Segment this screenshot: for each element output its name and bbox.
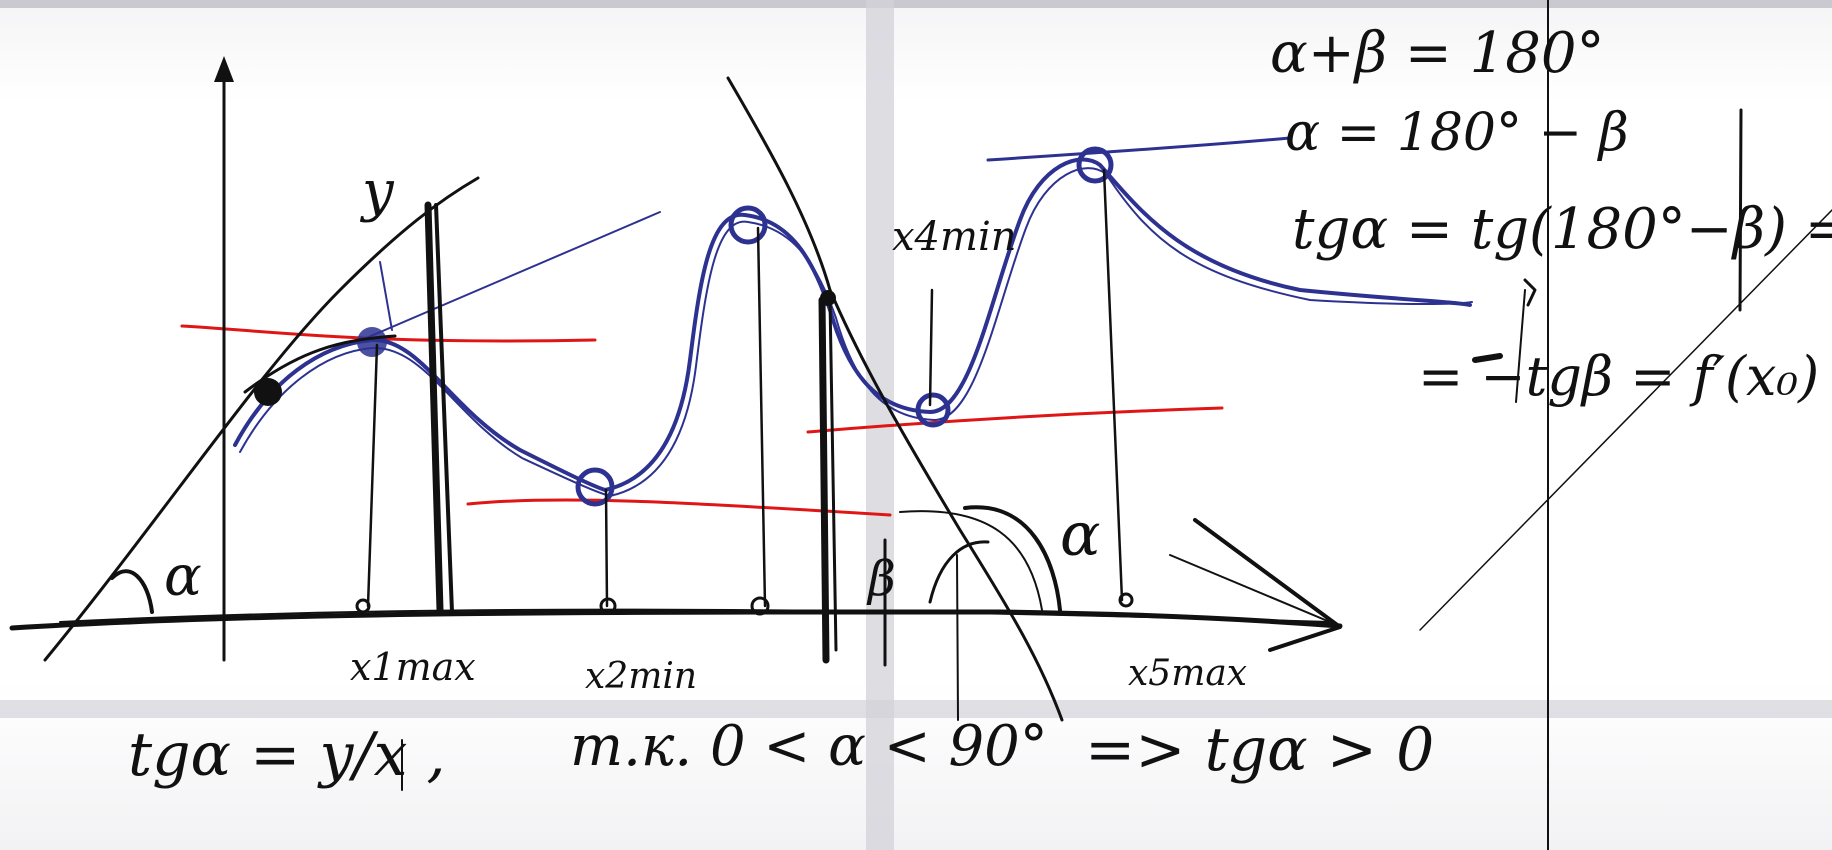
formula-line-4: = −tgβ = f′(x₀) — [1418, 345, 1819, 408]
angle-arc-right — [963, 505, 1062, 612]
point-on-vertical — [820, 290, 836, 306]
level-line-2 — [466, 498, 892, 517]
extremum-point-x3 — [728, 205, 768, 245]
tangent-line-top — [986, 136, 1292, 162]
beta-label: β — [866, 551, 896, 607]
angle-marker-line — [956, 554, 959, 721]
alpha-label-left: α — [164, 544, 202, 609]
top-frame — [0, 0, 1832, 8]
extremum-point-x2 — [575, 467, 615, 507]
vertical-thick-line-1b — [434, 203, 454, 614]
tangent-point — [254, 378, 282, 406]
y-axis-arrow-icon — [214, 56, 234, 82]
level-line-3 — [806, 406, 1224, 434]
formula-line-3: tgα = tg(180°−β) = — [1292, 197, 1832, 262]
x4min-label: x4min — [892, 214, 1017, 260]
x5max-label: x5max — [1128, 653, 1247, 694]
level-line-1 — [180, 324, 597, 343]
formula-vertical-stroke-2 — [1738, 108, 1743, 312]
thin-diagonal-line — [1419, 209, 1832, 631]
x-axis-second-stroke — [59, 608, 1331, 623]
foot-point-x1 — [355, 598, 371, 614]
alpha-label-right: α — [1060, 500, 1101, 570]
vertical-thick-line-2b — [828, 298, 838, 652]
angle-arc-beta — [928, 540, 990, 604]
vertical-thick-line-2 — [818, 296, 830, 664]
formula-bottom-middle: т.к. 0 < α < 90° — [570, 714, 1048, 779]
drop-line-x4 — [928, 288, 934, 407]
extremum-point-x4 — [915, 392, 951, 428]
drop-line-x3 — [756, 226, 767, 608]
drop-line-x1 — [366, 343, 379, 608]
formula-bottom-right: => tgα > 0 — [1085, 715, 1434, 785]
angle-arc-right-2 — [899, 510, 1043, 611]
tangent-line-1 — [349, 211, 661, 346]
angle-arc-alpha — [110, 569, 154, 614]
x-axis-arrow-icon — [1193, 518, 1342, 652]
x2min-label: x2min — [585, 656, 697, 697]
drop-line-x5 — [1102, 168, 1124, 602]
foot-point-x2 — [599, 597, 617, 615]
extremum-point-x5 — [1076, 146, 1114, 184]
formula-bottom-left: tgα = y/x , — [128, 720, 446, 790]
foot-point-x3 — [750, 596, 770, 616]
x-axis-arrow-extra — [1169, 554, 1331, 623]
x1max-label: x1max — [350, 645, 476, 689]
panel-seam-horizontal — [0, 700, 1832, 718]
ink-blot — [1472, 353, 1503, 363]
foot-point-x5 — [1118, 592, 1134, 608]
tangent-short — [379, 261, 393, 331]
formula-vertical-stroke — [1515, 289, 1526, 403]
formula-stroke — [1523, 278, 1537, 307]
function-curve-second-stroke — [239, 167, 1473, 497]
y-axis-label: y — [359, 159, 395, 224]
x-axis — [9, 609, 1343, 631]
extremum-point-x1 — [357, 327, 387, 357]
vertical-thick-line-1 — [424, 201, 444, 614]
steep-line-right — [726, 76, 1064, 722]
drop-line-x2 — [604, 488, 609, 608]
formula-line-2: α = 180° − β — [1285, 103, 1629, 163]
formula-line-1: α+β = 180° — [1270, 21, 1605, 86]
function-curve — [233, 157, 1472, 492]
